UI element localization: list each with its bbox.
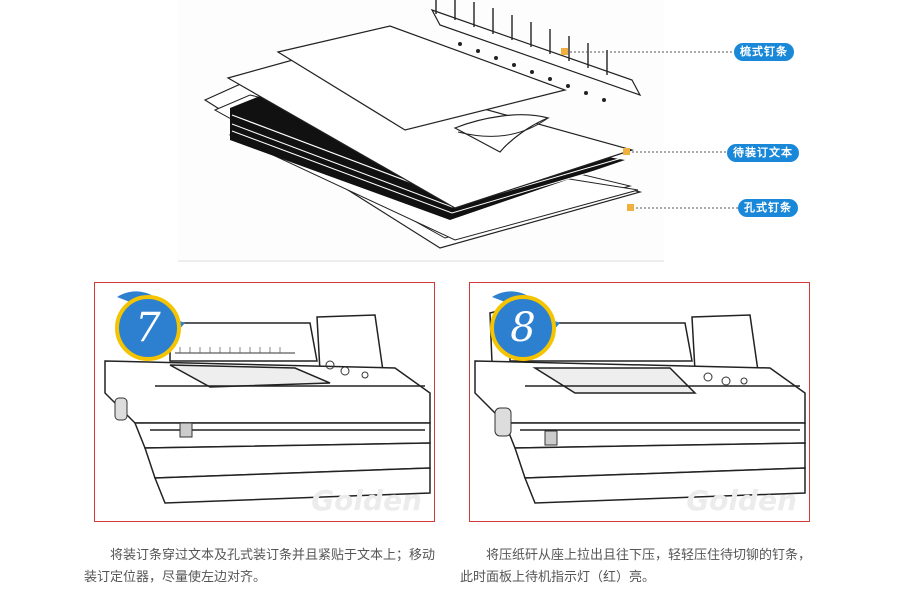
- label-comb-strip: 梳式钉条: [734, 43, 794, 61]
- step-8-panel: 8 Golden: [469, 282, 810, 522]
- step-7-panel: 7 Golden: [94, 282, 435, 522]
- step-8-caption: 将压纸矸从座上拉出且往下压，轻轻压住待切铆的钉条，此时面板上待机指示灯（红）亮。: [460, 548, 812, 585]
- step-number: 8: [510, 305, 536, 351]
- label-document: 待装订文本: [727, 144, 799, 162]
- binding-machine-illustration: [474, 291, 806, 504]
- binding-machine-illustration: [104, 291, 431, 504]
- step-7-caption: 将装订条穿过文本及孔式装订条并且紧贴于文本上；移动装订定位器，尽量使左边对齐。: [84, 548, 436, 585]
- binding-diagram-drawing: [203, 0, 740, 249]
- label-hole-strip: 孔式钉条: [738, 199, 798, 217]
- watermark: Golden: [686, 484, 797, 517]
- watermark: Golden: [311, 484, 422, 517]
- step-number: 7: [135, 305, 161, 351]
